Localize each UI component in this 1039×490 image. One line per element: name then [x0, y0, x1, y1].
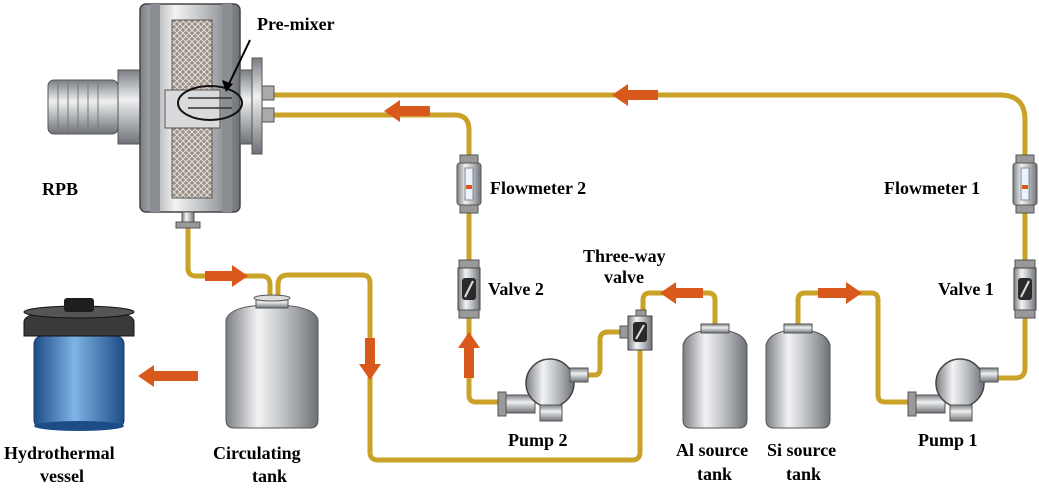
label-valve-2: Valve 2: [488, 279, 544, 299]
arrow-si-right: [818, 282, 862, 304]
arrow-pump2-up: [458, 332, 480, 378]
label-three-way-1: Three-way: [583, 246, 666, 266]
al-source-tank: [682, 323, 748, 429]
flowmeter-2: [456, 154, 482, 214]
labels: Pre-mixer RPB Flowmeter 2 Flowmeter 1 Th…: [4, 14, 994, 486]
pipe-rpb-circ: [185, 222, 273, 308]
pipe-si-pump1: [795, 290, 918, 405]
flowmeter-1: [1012, 154, 1038, 214]
label-flowmeter-2: Flowmeter 2: [490, 178, 586, 198]
pipe-top-return: [267, 92, 1028, 163]
arrow-to-vessel: [138, 365, 198, 387]
rpb-packing-top: [171, 19, 213, 91]
label-pre-mixer: Pre-mixer: [257, 14, 335, 34]
circulating-tank: [225, 294, 319, 429]
pipe-valve1-pump1: [982, 317, 1028, 381]
label-si-source-2: tank: [786, 464, 821, 484]
label-circulating-1: Circulating: [213, 443, 301, 463]
arrow-top-left: [612, 84, 658, 106]
hydrothermal-vessel: [23, 298, 135, 431]
pipes: [185, 92, 1028, 463]
pipe-pump2-3way: [582, 329, 628, 378]
arrow-al-left: [660, 282, 703, 304]
label-hydrothermal-2: vessel: [40, 466, 84, 486]
label-si-source-1: Si source: [767, 440, 836, 460]
pre-mixer-highlight: [177, 85, 243, 121]
label-flowmeter-1: Flowmeter 1: [884, 178, 980, 198]
label-three-way-2: valve: [604, 267, 644, 287]
label-valve-1: Valve 1: [938, 279, 994, 299]
arrow-loop-down: [359, 338, 381, 380]
label-hydrothermal-1: Hydrothermal: [4, 443, 115, 463]
valve-2: [457, 259, 481, 319]
valve-1: [1013, 259, 1037, 319]
label-al-source-2: tank: [697, 464, 732, 484]
rpb-packing-bottom: [171, 127, 213, 199]
arrow-second-left: [384, 100, 430, 122]
pipe-second-feed: [267, 112, 472, 163]
pipe-valve2-pump2: [466, 315, 508, 405]
label-rpb: RPB: [42, 179, 78, 199]
label-pump-1: Pump 1: [918, 430, 978, 450]
flow-arrows: [138, 84, 862, 387]
label-pump-2: Pump 2: [508, 430, 568, 450]
pre-mixer-pointer: [227, 39, 251, 87]
pump-2: [497, 358, 589, 422]
label-circulating-2: tank: [252, 466, 287, 486]
rpb-unit: [47, 3, 275, 229]
pump-1: [907, 358, 999, 422]
label-al-source-1: Al source: [676, 440, 748, 460]
si-source-tank: [765, 323, 831, 429]
arrow-rpb-right: [205, 265, 248, 287]
three-way-valve: [619, 309, 653, 351]
